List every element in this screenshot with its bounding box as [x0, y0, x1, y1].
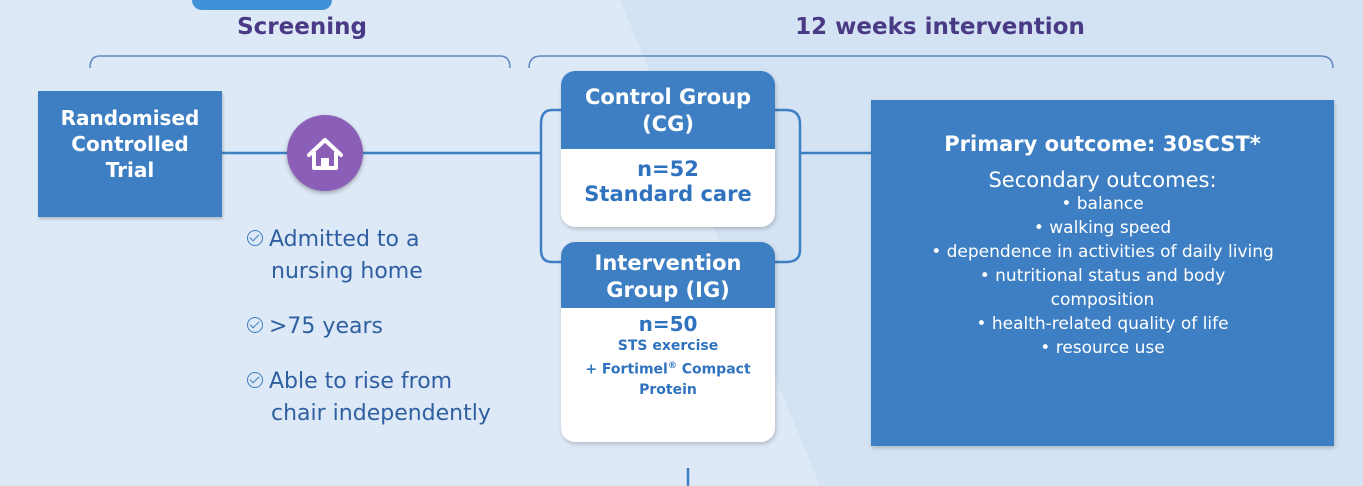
criterion-1-line-1: Admitted to a: [269, 227, 420, 252]
secondary-outcome-item: • balance: [1061, 194, 1144, 214]
trial-line-1: Randomised: [60, 106, 200, 130]
control-group-header: Control Group (CG): [561, 71, 775, 149]
top-tab-decoration: [192, 0, 332, 10]
outcomes-box: Primary outcome: 30sCST* Secondary outco…: [871, 100, 1334, 446]
check-circle-icon: [247, 372, 263, 388]
secondary-outcome-item: • walking speed: [1033, 218, 1172, 238]
trial-line-2: Controlled: [71, 132, 189, 156]
intervention-group-title-2: Group (IG): [606, 278, 730, 302]
criterion-3-line-1: Able to rise from: [269, 369, 453, 394]
secondary-outcome-item: composition: [1050, 290, 1155, 310]
check-circle-icon: [247, 317, 263, 333]
check-circle-icon: [247, 230, 263, 246]
criterion-3-line-2: chair independently: [271, 401, 491, 426]
intervention-treatment-1: STS exercise: [617, 338, 719, 354]
randomised-controlled-trial-box: Randomised Controlled Trial: [38, 91, 222, 217]
criterion-rise-from-chair: Able to rise from chair independently: [247, 366, 491, 430]
intervention-group-body: n=50 STS exercise + Fortimel® Compact Pr…: [561, 308, 775, 400]
secondary-outcomes-title: Secondary outcomes:: [988, 168, 1217, 192]
house-icon: [287, 115, 363, 191]
intervention-group-title-1: Intervention: [594, 251, 742, 275]
primary-outcome: Primary outcome: 30sCST*: [944, 132, 1261, 156]
intervention-treatment-2: + Fortimel® Compact: [585, 361, 751, 378]
criterion-2-line-1: >75 years: [269, 314, 383, 339]
secondary-outcome-item: • dependence in activities of daily livi…: [931, 242, 1274, 262]
trial-line-3: Trial: [105, 158, 155, 182]
intervention-group-box: Intervention Group (IG) n=50 STS exercis…: [561, 242, 775, 442]
screening-header: Screening: [237, 14, 367, 40]
control-group-treatment: Standard care: [584, 182, 752, 206]
criterion-age: >75 years: [247, 311, 383, 343]
criterion-nursing-home: Admitted to a nursing home: [247, 224, 423, 288]
control-group-n: n=52: [637, 157, 699, 181]
secondary-outcome-item: • health-related quality of life: [976, 314, 1229, 334]
criterion-1-line-2: nursing home: [271, 259, 423, 284]
secondary-outcome-item: • resource use: [1040, 338, 1165, 358]
intervention-header: 12 weeks intervention: [795, 14, 1085, 40]
secondary-outcome-item: • nutritional status and body: [979, 266, 1226, 286]
intervention-group-header: Intervention Group (IG): [561, 242, 775, 308]
control-group-box: Control Group (CG) n=52 Standard care: [561, 71, 775, 227]
control-group-title-2: (CG): [642, 112, 694, 136]
intervention-group-n: n=50: [638, 312, 698, 336]
intervention-treatment-3: Protein: [639, 381, 697, 398]
control-group-body: n=52 Standard care: [561, 149, 775, 207]
control-group-title-1: Control Group: [584, 85, 752, 109]
